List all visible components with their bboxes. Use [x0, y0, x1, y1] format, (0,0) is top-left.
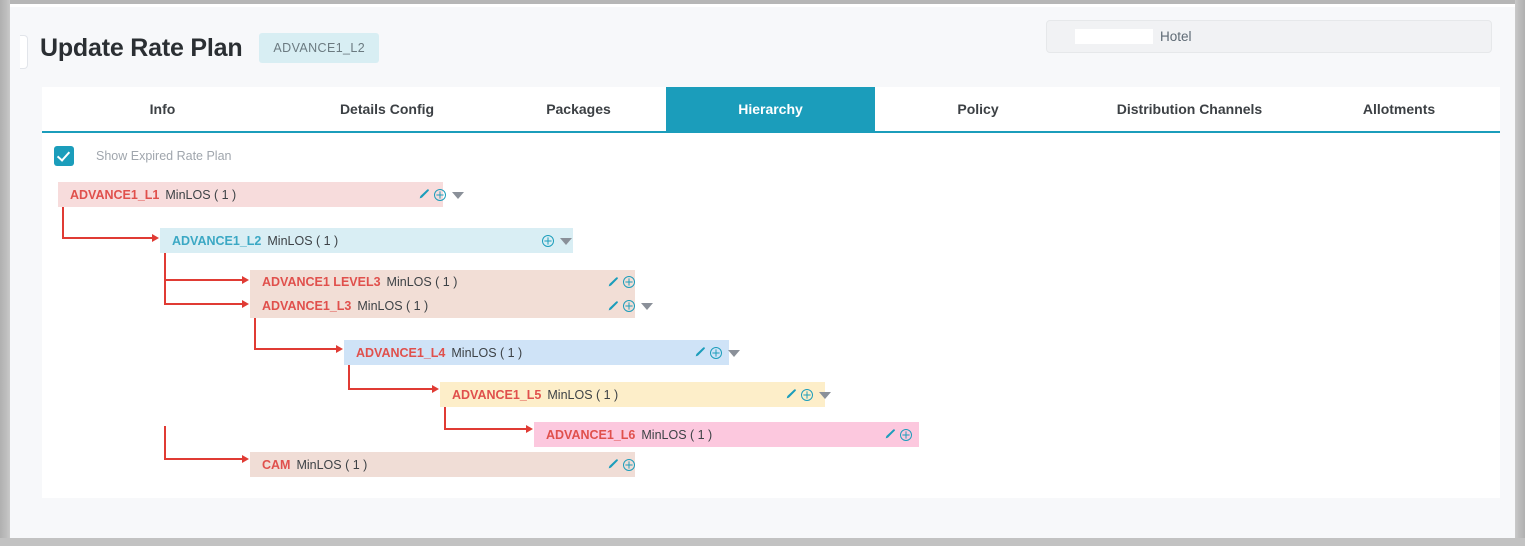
rate-plan-code-badge: ADVANCE1_L2	[259, 32, 380, 64]
pencil-icon[interactable]	[605, 275, 619, 290]
tab-label: Packages	[546, 101, 611, 117]
page-header: Update Rate Plan ADVANCE1_L2	[32, 19, 1504, 77]
hotel-name-redacted	[1075, 29, 1153, 44]
rate-plan-card: Info Details Config Packages Hierarchy Polic…	[42, 87, 1500, 498]
tab-bar: Info Details Config Packages Hierarchy Polic…	[42, 87, 1500, 131]
hotel-selector[interactable]: Hotel	[1046, 20, 1492, 53]
page-title: Update Rate Plan	[40, 33, 243, 62]
tab-label: Policy	[957, 101, 999, 117]
tree-node-actions	[540, 233, 574, 248]
tree-node-l1[interactable]: ADVANCE1_L1 MinLOS ( 1 )	[58, 182, 464, 207]
pencil-icon[interactable]	[605, 457, 619, 472]
tree-node-l5[interactable]: ADVANCE1_L5 MinLOS ( 1 )	[440, 382, 831, 407]
tab-hierarchy[interactable]: Hierarchy	[666, 87, 875, 131]
plus-circle-icon[interactable]	[621, 457, 636, 472]
tab-label: Distribution Channels	[1116, 101, 1263, 117]
plus-circle-icon[interactable]	[708, 345, 723, 360]
tree-node-name: ADVANCE1_L2	[172, 233, 262, 248]
tree-node-actions	[416, 187, 466, 202]
show-expired-checkbox[interactable]	[54, 146, 74, 166]
pencil-icon[interactable]	[416, 187, 430, 202]
tree-node-minlos: MinLOS ( 1 )	[267, 233, 339, 248]
hotel-selector-label: Hotel	[1160, 29, 1192, 44]
tree-node-actions	[783, 387, 833, 402]
tree-node-minlos: MinLOS ( 1 )	[451, 345, 523, 360]
tree-node-minlos: MinLOS ( 1 )	[165, 187, 237, 202]
tree-node-l2[interactable]: ADVANCE1_L2 MinLOS ( 1 )	[160, 228, 573, 253]
tree-node-actions	[692, 345, 742, 360]
tab-underline	[42, 131, 1500, 133]
tab-distribution-channels[interactable]: Distribution Channels	[1081, 87, 1298, 131]
tree-node-minlos: MinLOS ( 1 )	[547, 387, 619, 402]
pencil-icon[interactable]	[692, 345, 706, 360]
window-bottom-rail	[0, 538, 1525, 546]
tab-packages[interactable]: Packages	[491, 87, 666, 131]
caret-down-icon[interactable]	[450, 187, 466, 202]
tree-node-l6[interactable]: ADVANCE1_L6 MinLOS ( 1 )	[534, 422, 919, 447]
tree-node-actions	[605, 275, 636, 290]
tree-node-minlos: MinLOS ( 1 )	[357, 299, 429, 313]
tab-info[interactable]: Info	[42, 87, 283, 131]
tree-node-actions	[605, 457, 636, 472]
tree-node-l3a[interactable]: ADVANCE1 LEVEL3 MinLOS ( 1 )	[250, 270, 635, 294]
plus-circle-icon[interactable]	[799, 387, 814, 402]
tab-allotments[interactable]: Allotments	[1298, 87, 1500, 131]
plus-circle-icon[interactable]	[432, 187, 447, 202]
caret-down-icon[interactable]	[817, 387, 833, 402]
tree-node-name: ADVANCE1_L6	[546, 427, 636, 442]
tree-node-name: ADVANCE1 LEVEL3	[262, 275, 381, 289]
show-expired-label: Show Expired Rate Plan	[96, 149, 232, 163]
tree-node-cam[interactable]: CAM MinLOS ( 1 )	[250, 452, 635, 477]
tree-node-l4[interactable]: ADVANCE1_L4 MinLOS ( 1 )	[344, 340, 740, 365]
pencil-icon[interactable]	[605, 299, 619, 314]
plus-circle-icon[interactable]	[621, 299, 636, 314]
tab-details-config[interactable]: Details Config	[283, 87, 491, 131]
tab-policy[interactable]: Policy	[875, 87, 1081, 131]
tree-node-name: ADVANCE1_L4	[356, 345, 446, 360]
show-expired-rate-plan-row[interactable]: Show Expired Rate Plan	[54, 146, 232, 166]
tab-label: Hierarchy	[738, 101, 803, 117]
tab-label: Allotments	[1362, 101, 1436, 117]
tab-label: Details Config	[339, 101, 435, 117]
window-right-rail	[1515, 0, 1525, 546]
tab-label: Info	[149, 101, 176, 117]
sidebar-collapse-handle[interactable]	[20, 35, 28, 69]
tree-node-minlos: MinLOS ( 1 )	[641, 427, 713, 442]
tree-node-name: CAM	[262, 457, 291, 472]
plus-circle-icon[interactable]	[621, 275, 636, 290]
tree-node-name: ADVANCE1_L1	[70, 187, 160, 202]
plus-circle-icon[interactable]	[898, 427, 913, 442]
tree-node-name: ADVANCE1_L5	[452, 387, 542, 402]
caret-down-icon[interactable]	[558, 233, 574, 248]
plus-circle-icon[interactable]	[540, 233, 555, 248]
caret-down-icon[interactable]	[639, 299, 655, 314]
window-left-rail	[0, 0, 10, 546]
tree-node-minlos: MinLOS ( 1 )	[296, 457, 368, 472]
pencil-icon[interactable]	[882, 427, 896, 442]
tree-node-actions	[882, 427, 913, 442]
page-frame: Update Rate Plan ADVANCE1_L2 Hotel Info D…	[10, 4, 1515, 538]
pencil-icon[interactable]	[783, 387, 797, 402]
tree-node-minlos: MinLOS ( 1 )	[386, 275, 458, 289]
tree-node-l3b[interactable]: ADVANCE1_L3 MinLOS ( 1 )	[250, 294, 653, 318]
tree-node-actions	[605, 299, 655, 314]
tree-node-name: ADVANCE1_L3	[262, 299, 352, 313]
caret-down-icon[interactable]	[726, 345, 742, 360]
